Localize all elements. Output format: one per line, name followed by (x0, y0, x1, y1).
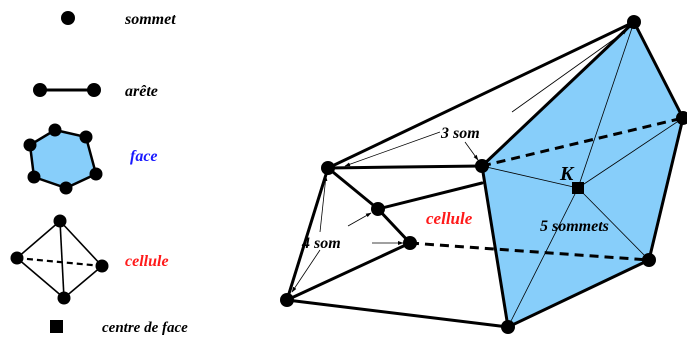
hidden-edges (409, 116, 684, 262)
label-cellule: cellule (426, 209, 473, 228)
polyhedron: 3 som 4 som cellule K 5 sommets (280, 15, 687, 334)
center-to-vertex-lines (481, 21, 684, 328)
vertex (627, 15, 641, 29)
legend-arete-label: arête (125, 83, 158, 100)
legend-sommet-label: sommet (124, 11, 176, 28)
vertex (280, 293, 294, 307)
annotation-3som-arrows (344, 29, 628, 167)
vertex (403, 236, 417, 250)
face-center-marker (572, 182, 584, 194)
legend-centre-de-face-label: centre de face (102, 320, 188, 336)
legend-face-center-symbol (50, 320, 63, 333)
legend-cellule-label: cellule (125, 253, 169, 270)
legend-face-label: face (130, 148, 158, 165)
vertex (642, 253, 656, 267)
vertices (280, 15, 687, 334)
label-5sommets: 5 sommets (540, 218, 609, 235)
label-4som: 4 som (301, 235, 341, 252)
label-3som: 3 som (440, 125, 480, 142)
legend-vertex-symbol (61, 11, 75, 25)
label-K: K (559, 163, 575, 185)
legend: sommet arête face (10, 11, 188, 336)
legend-cell-symbol (10, 214, 109, 305)
legend-edge-symbol (33, 83, 101, 97)
vertex (371, 202, 385, 216)
vertex (321, 161, 335, 175)
vertex (676, 111, 687, 125)
vertex (475, 159, 489, 173)
legend-face-symbol (23, 123, 103, 195)
solid-edges (285, 20, 685, 329)
vertex (501, 320, 515, 334)
annotation-4som-arrows (291, 175, 404, 293)
